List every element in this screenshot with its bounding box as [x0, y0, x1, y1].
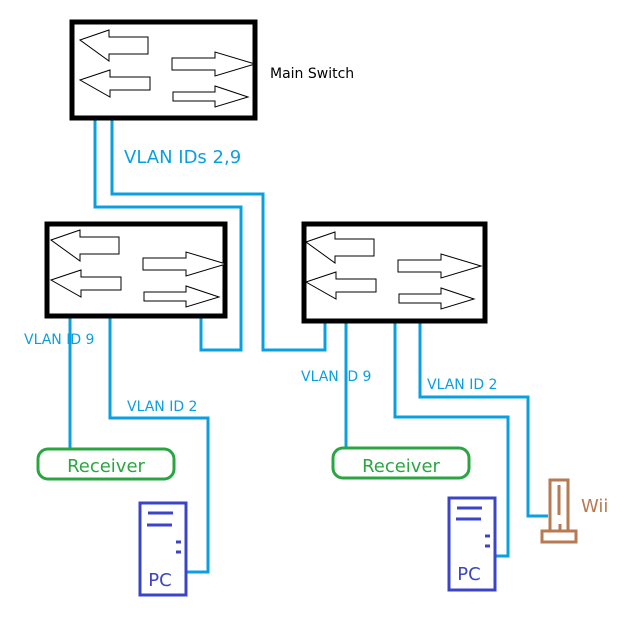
trunk-vlan-label: VLAN IDs 2,9 — [124, 147, 241, 168]
receiver-shape — [36, 447, 176, 481]
wii-console[interactable]: Wii — [540, 478, 608, 544]
right-switch[interactable] — [301, 221, 488, 324]
wire-wii — [418, 323, 548, 518]
trunk-wire-left — [93, 120, 243, 352]
right-receiver-label: Receiver — [362, 456, 440, 477]
left-receiver-label: Receiver — [67, 456, 145, 477]
trunk-wire-right — [110, 120, 327, 352]
right-vlan9-label: VLAN ID 9 — [301, 369, 371, 385]
left-switch[interactable] — [44, 221, 228, 319]
wii-label: Wii — [581, 496, 608, 517]
left-vlan2-label: VLAN ID 2 — [127, 399, 197, 415]
pc-tower-icon — [447, 496, 497, 592]
left-vlan9-label: VLAN ID 9 — [24, 332, 94, 348]
right-receiver[interactable]: Receiver — [331, 446, 471, 480]
main-switch-label: Main Switch — [270, 66, 354, 82]
wire-left-pc — [108, 318, 210, 574]
receiver-shape — [331, 446, 471, 480]
left-pc-label: PC — [148, 570, 171, 591]
left-pc[interactable]: PC — [138, 501, 188, 597]
wire-right-pc — [393, 323, 510, 558]
right-pc-label: PC — [457, 564, 480, 585]
pc-tower-icon — [138, 501, 188, 597]
left-receiver[interactable]: Receiver — [36, 447, 176, 481]
right-vlan2-label: VLAN ID 2 — [427, 377, 497, 393]
right-pc[interactable]: PC — [447, 496, 497, 592]
main-switch[interactable] — [69, 19, 258, 121]
wii-stand-icon — [540, 529, 578, 544]
